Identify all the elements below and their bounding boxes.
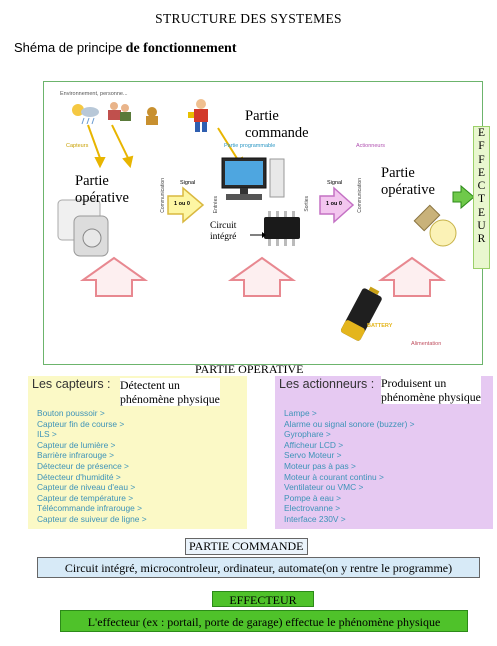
communication-label-left: Communication — [160, 178, 166, 213]
signal-arrow-right — [319, 186, 355, 224]
page-title: STRUCTURE DES SYSTEMES — [155, 11, 342, 26]
capteurs-list-item[interactable]: Capteur de niveau d'eau > — [37, 482, 136, 493]
lamp-bulb-image — [413, 204, 457, 247]
environment-label: Environnement, personne... — [60, 91, 128, 97]
actionneurs-list-item[interactable]: Servo Moteur > — [284, 450, 342, 461]
partie-operative-heading: PARTIE OPERATIVE — [195, 362, 304, 376]
environment-icons — [72, 102, 158, 125]
actionneurs-list-item[interactable]: Alarme ou signal sonore (buzzer) > — [284, 418, 415, 429]
effecteur-letter: E — [477, 127, 486, 139]
power-arrow-middle — [227, 256, 297, 297]
capteurs-panel: Les capteurs : Détectent un phénomène ph… — [28, 376, 247, 529]
effecteur-letter: C — [477, 180, 486, 193]
capteurs-list-item[interactable]: Bouton poussoir > — [37, 408, 105, 418]
actionneurs-list-item[interactable]: Lampe > — [284, 408, 317, 418]
actionneurs-list-item[interactable]: Moteur à courant continu > — [284, 471, 384, 482]
actionneurs-list-item[interactable]: Electrovanne > — [284, 503, 341, 514]
power-arrow-left — [79, 256, 149, 297]
actionneurs-small-label: Actionneurs — [356, 143, 386, 149]
partie-commande-text: Circuit intégré, microcontroleur, ordina… — [37, 557, 480, 578]
subtitle-part-1: Shéma de principe — [14, 40, 123, 55]
actionneurs-list-item[interactable]: Ventilateur ou VMC > — [284, 482, 364, 493]
signal-value-left: 1 ou 0 — [174, 201, 190, 207]
effecteur-letter: R — [477, 233, 486, 246]
effecteur-letter: U — [477, 220, 486, 233]
actionneurs-title: Les actionneurs : — [279, 377, 375, 391]
integrated-circuit-image — [250, 211, 300, 246]
partie-commande-label: Partie commande — [245, 108, 309, 141]
computer-image — [221, 157, 285, 200]
communication-label-right: Communication — [357, 178, 363, 213]
actionneurs-list-item[interactable]: Gyrophare > — [284, 429, 331, 440]
actionneurs-list: Lampe >Alarme ou signal sonore (buzzer) … — [284, 408, 415, 525]
capteurs-list-item[interactable]: Télécommande infrarouge > — [37, 503, 142, 514]
capteurs-list: Bouton poussoir >Capteur fin de course >… — [37, 408, 147, 525]
effecteur-text: L'effecteur (ex : portail, porte de gara… — [60, 610, 468, 632]
page-subtitle: Shéma de principe de fonctionnement — [14, 40, 236, 57]
actionneurs-list-item[interactable]: Pompe à eau > — [284, 492, 342, 503]
motion-sensor-image — [57, 199, 109, 257]
actionneurs-list-item[interactable]: Afficheur LCD > — [284, 439, 344, 450]
capteurs-title: Les capteurs : — [32, 377, 111, 391]
effecteur-letter: E — [477, 166, 486, 179]
operator-figure — [188, 99, 208, 132]
actionneurs-list-item[interactable]: Interface 230V > — [284, 513, 346, 524]
capteurs-list-item[interactable]: Capteur de suiveur de ligne > — [37, 513, 147, 524]
sorties-label: Sorties — [304, 196, 310, 212]
entrees-label: Entrées — [213, 196, 219, 214]
capteurs-description: Détectent un phénomène physique — [120, 378, 220, 406]
actionneurs-list-item[interactable]: Moteur pas à pas > — [284, 460, 356, 471]
actionneurs-panel: Les actionneurs : Produisent un phénomèn… — [275, 376, 493, 529]
partie-commande-heading: PARTIE COMMANDE — [185, 538, 308, 555]
capteurs-small-label: Capteurs — [66, 143, 89, 149]
effecteur-heading: EFFECTEUR — [212, 591, 314, 607]
effecteur-arrow — [452, 184, 475, 210]
effecteur-letter: T — [477, 193, 486, 206]
capteurs-list-item[interactable]: Barrière infrarouge > — [37, 450, 115, 461]
battery-text: BATTERY — [367, 323, 393, 329]
effecteur-letter: F — [478, 153, 485, 166]
capteurs-list-item[interactable]: Détecteur d'humidité > — [37, 471, 121, 482]
principle-diagram — [43, 81, 483, 365]
partie-operative-right-label: Partie opérative — [381, 165, 435, 198]
signal-label-left: Signal — [180, 180, 196, 186]
signal-arrow-left — [167, 186, 205, 224]
subtitle-part-2: de fonctionnement — [125, 41, 237, 56]
effecteur-letter: E — [477, 206, 486, 219]
environment-arrows — [87, 124, 134, 169]
power-arrow-right — [377, 256, 447, 297]
actionneurs-description: Produisent un phénomène physique — [381, 376, 481, 404]
capteurs-list-item[interactable]: Capteur de température > — [37, 492, 134, 503]
signal-label-right: Signal — [327, 180, 343, 186]
capteurs-list-item[interactable]: Détecteur de présence > — [37, 460, 129, 471]
circuit-integre-label: Circuit intégré — [210, 221, 237, 243]
effecteur-letter: F — [478, 140, 485, 153]
partie-operative-left-label: Partie opérative — [75, 173, 129, 206]
capteurs-list-item[interactable]: Capteur de lumière > — [37, 439, 116, 450]
partie-programmable-label: Partie programmable — [224, 143, 276, 149]
battery-image — [340, 286, 382, 341]
alimentation-label: Alimentation — [411, 341, 442, 347]
capteurs-list-item[interactable]: Capteur fin de course > — [37, 418, 125, 429]
capteurs-list-item[interactable]: ILS > — [37, 429, 57, 440]
signal-value-right: 1 ou 0 — [326, 201, 342, 207]
